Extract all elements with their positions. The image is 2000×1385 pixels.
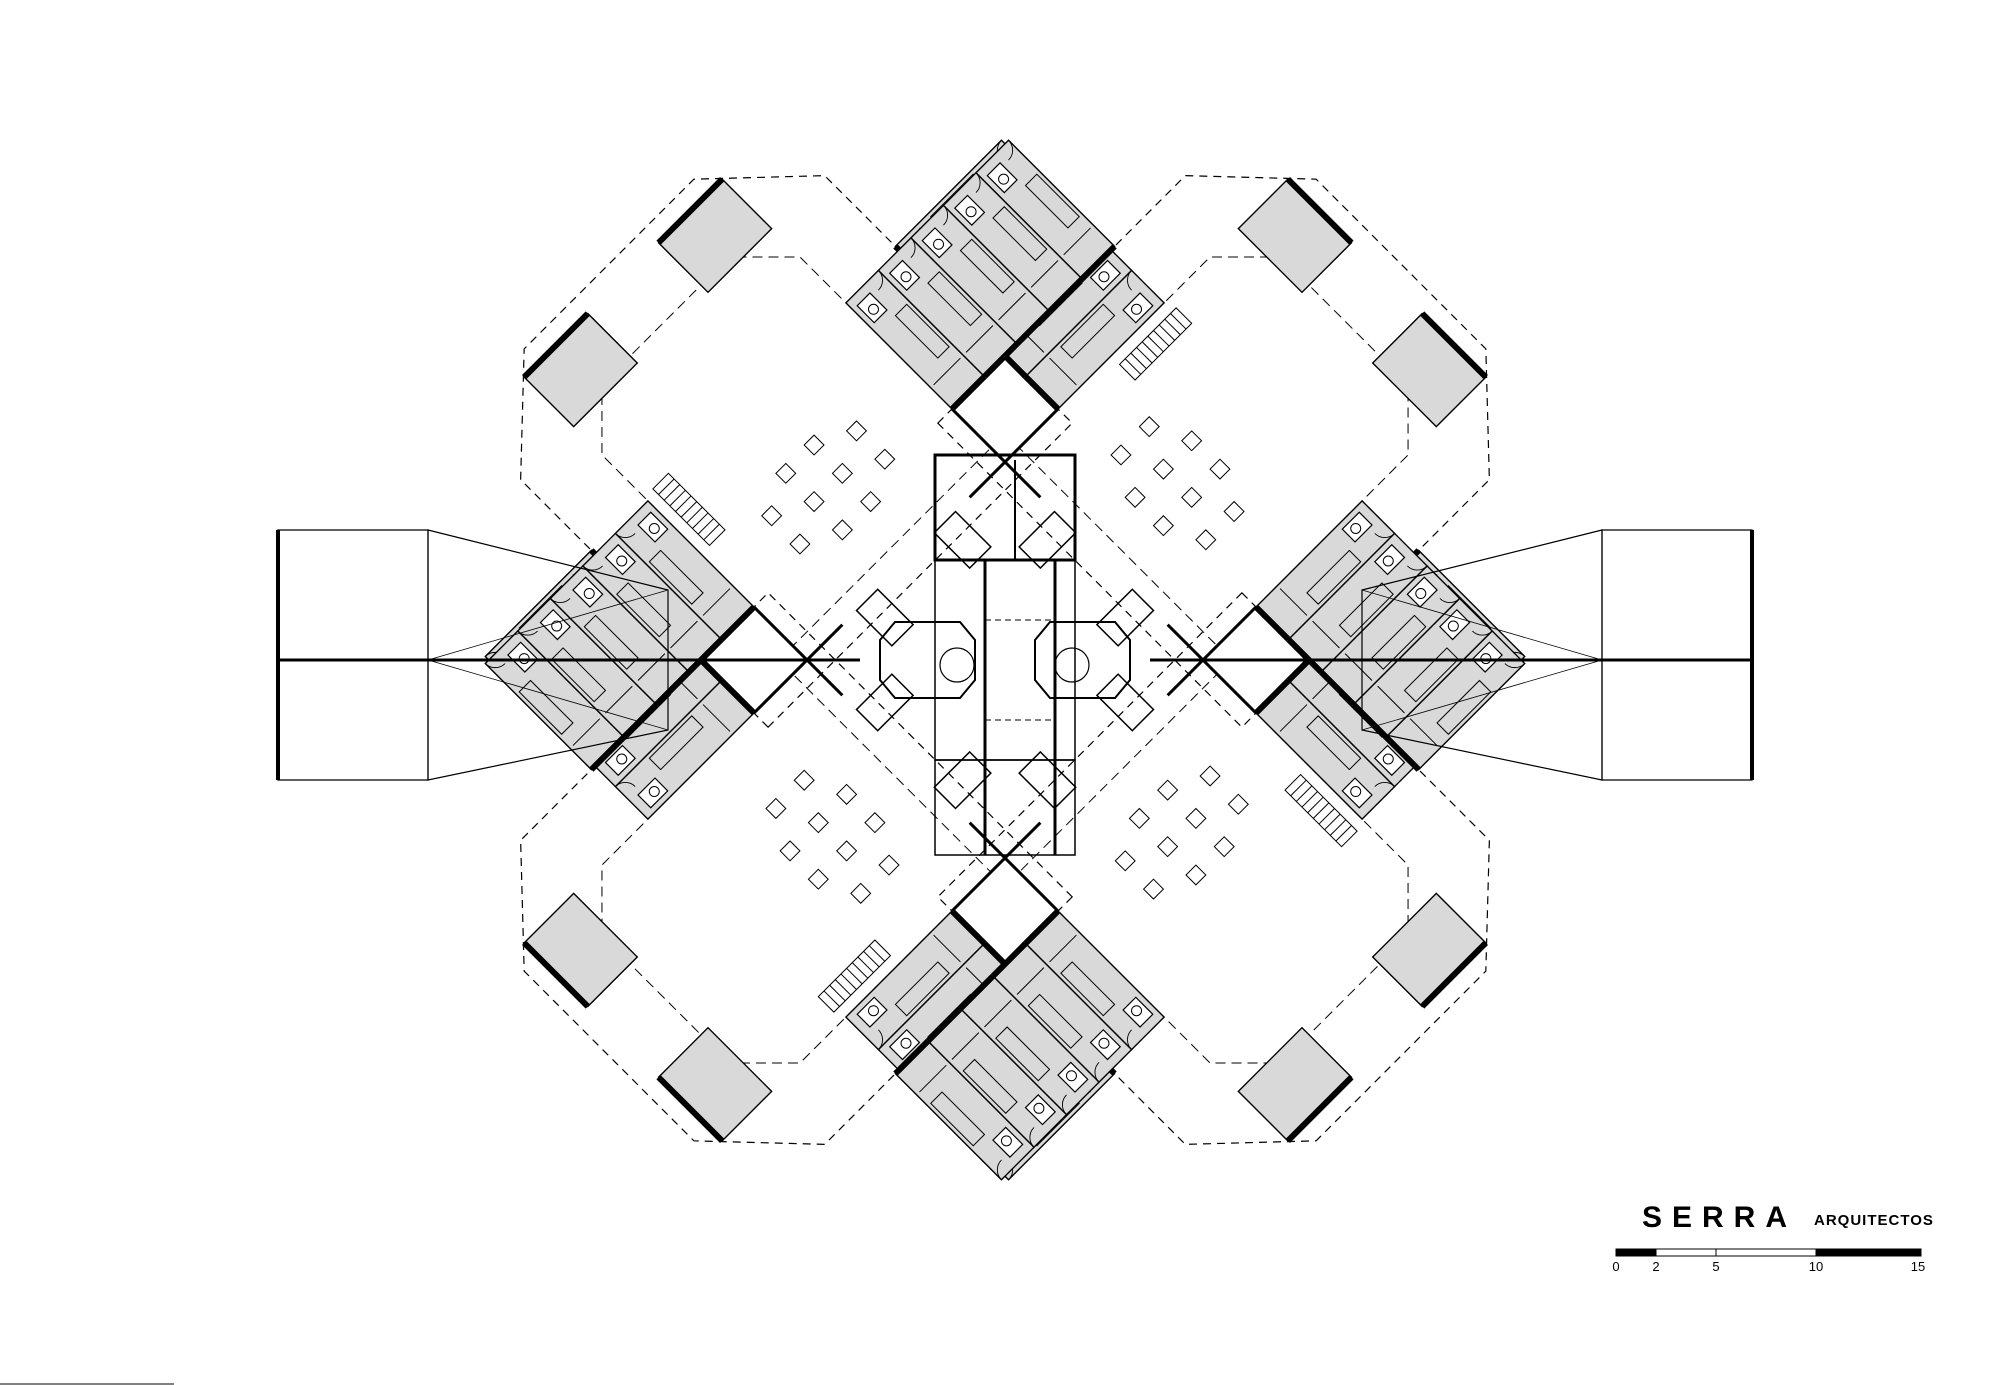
- scale-label-10: 10: [1808, 1259, 1824, 1274]
- scale-label-5: 5: [1712, 1259, 1720, 1274]
- firm-subtitle: ARQUITECTOS: [1814, 1212, 1934, 1229]
- firm-name: SERRA: [1642, 1201, 1798, 1234]
- scale-label-0: 0: [1612, 1259, 1620, 1274]
- firm-title-block: SERRA ARQUITECTOS: [1642, 1201, 1933, 1241]
- scale-label-15: 15: [1910, 1259, 1926, 1274]
- entrance-canopies: [276, 529, 1754, 781]
- scale-bar: [1615, 1248, 1922, 1257]
- central-core: [879, 453, 1131, 856]
- scale-label-2: 2: [1652, 1259, 1660, 1274]
